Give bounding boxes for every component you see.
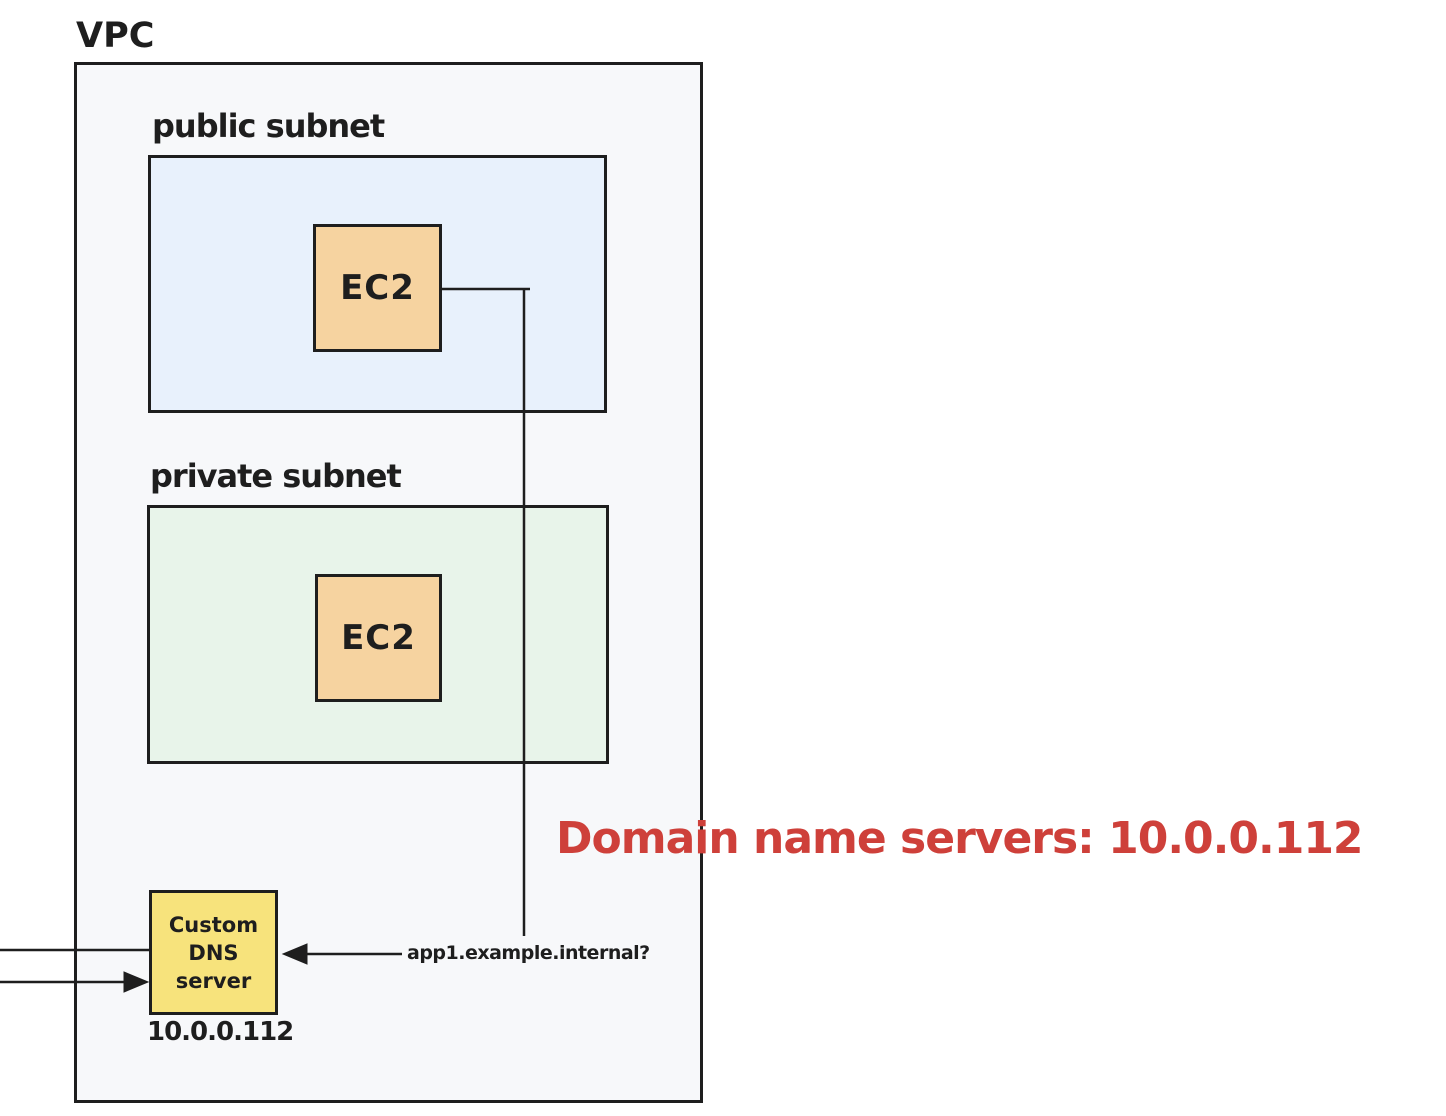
- dns-server-node: Custom DNS server: [149, 890, 278, 1015]
- dns-server-ip-label: 10.0.0.112: [147, 1017, 294, 1047]
- ec2-private-node: EC2: [315, 574, 442, 702]
- ec2-public-node: EC2: [313, 224, 442, 352]
- dns-server-label-line2: DNS: [188, 940, 239, 965]
- dns-query-label: app1.example.internal?: [407, 942, 650, 964]
- dns-server-label-line3: server: [175, 968, 252, 993]
- dns-setting-annotation: Domain name servers: 10.0.0.112: [556, 813, 1364, 864]
- public-subnet-label: public subnet: [152, 107, 385, 145]
- ec2-private-label: EC2: [341, 618, 416, 658]
- ec2-public-label: EC2: [340, 268, 415, 308]
- private-subnet-label: private subnet: [150, 457, 402, 495]
- dns-server-label-line1: Custom: [168, 912, 259, 937]
- vpc-label: VPC: [76, 16, 155, 56]
